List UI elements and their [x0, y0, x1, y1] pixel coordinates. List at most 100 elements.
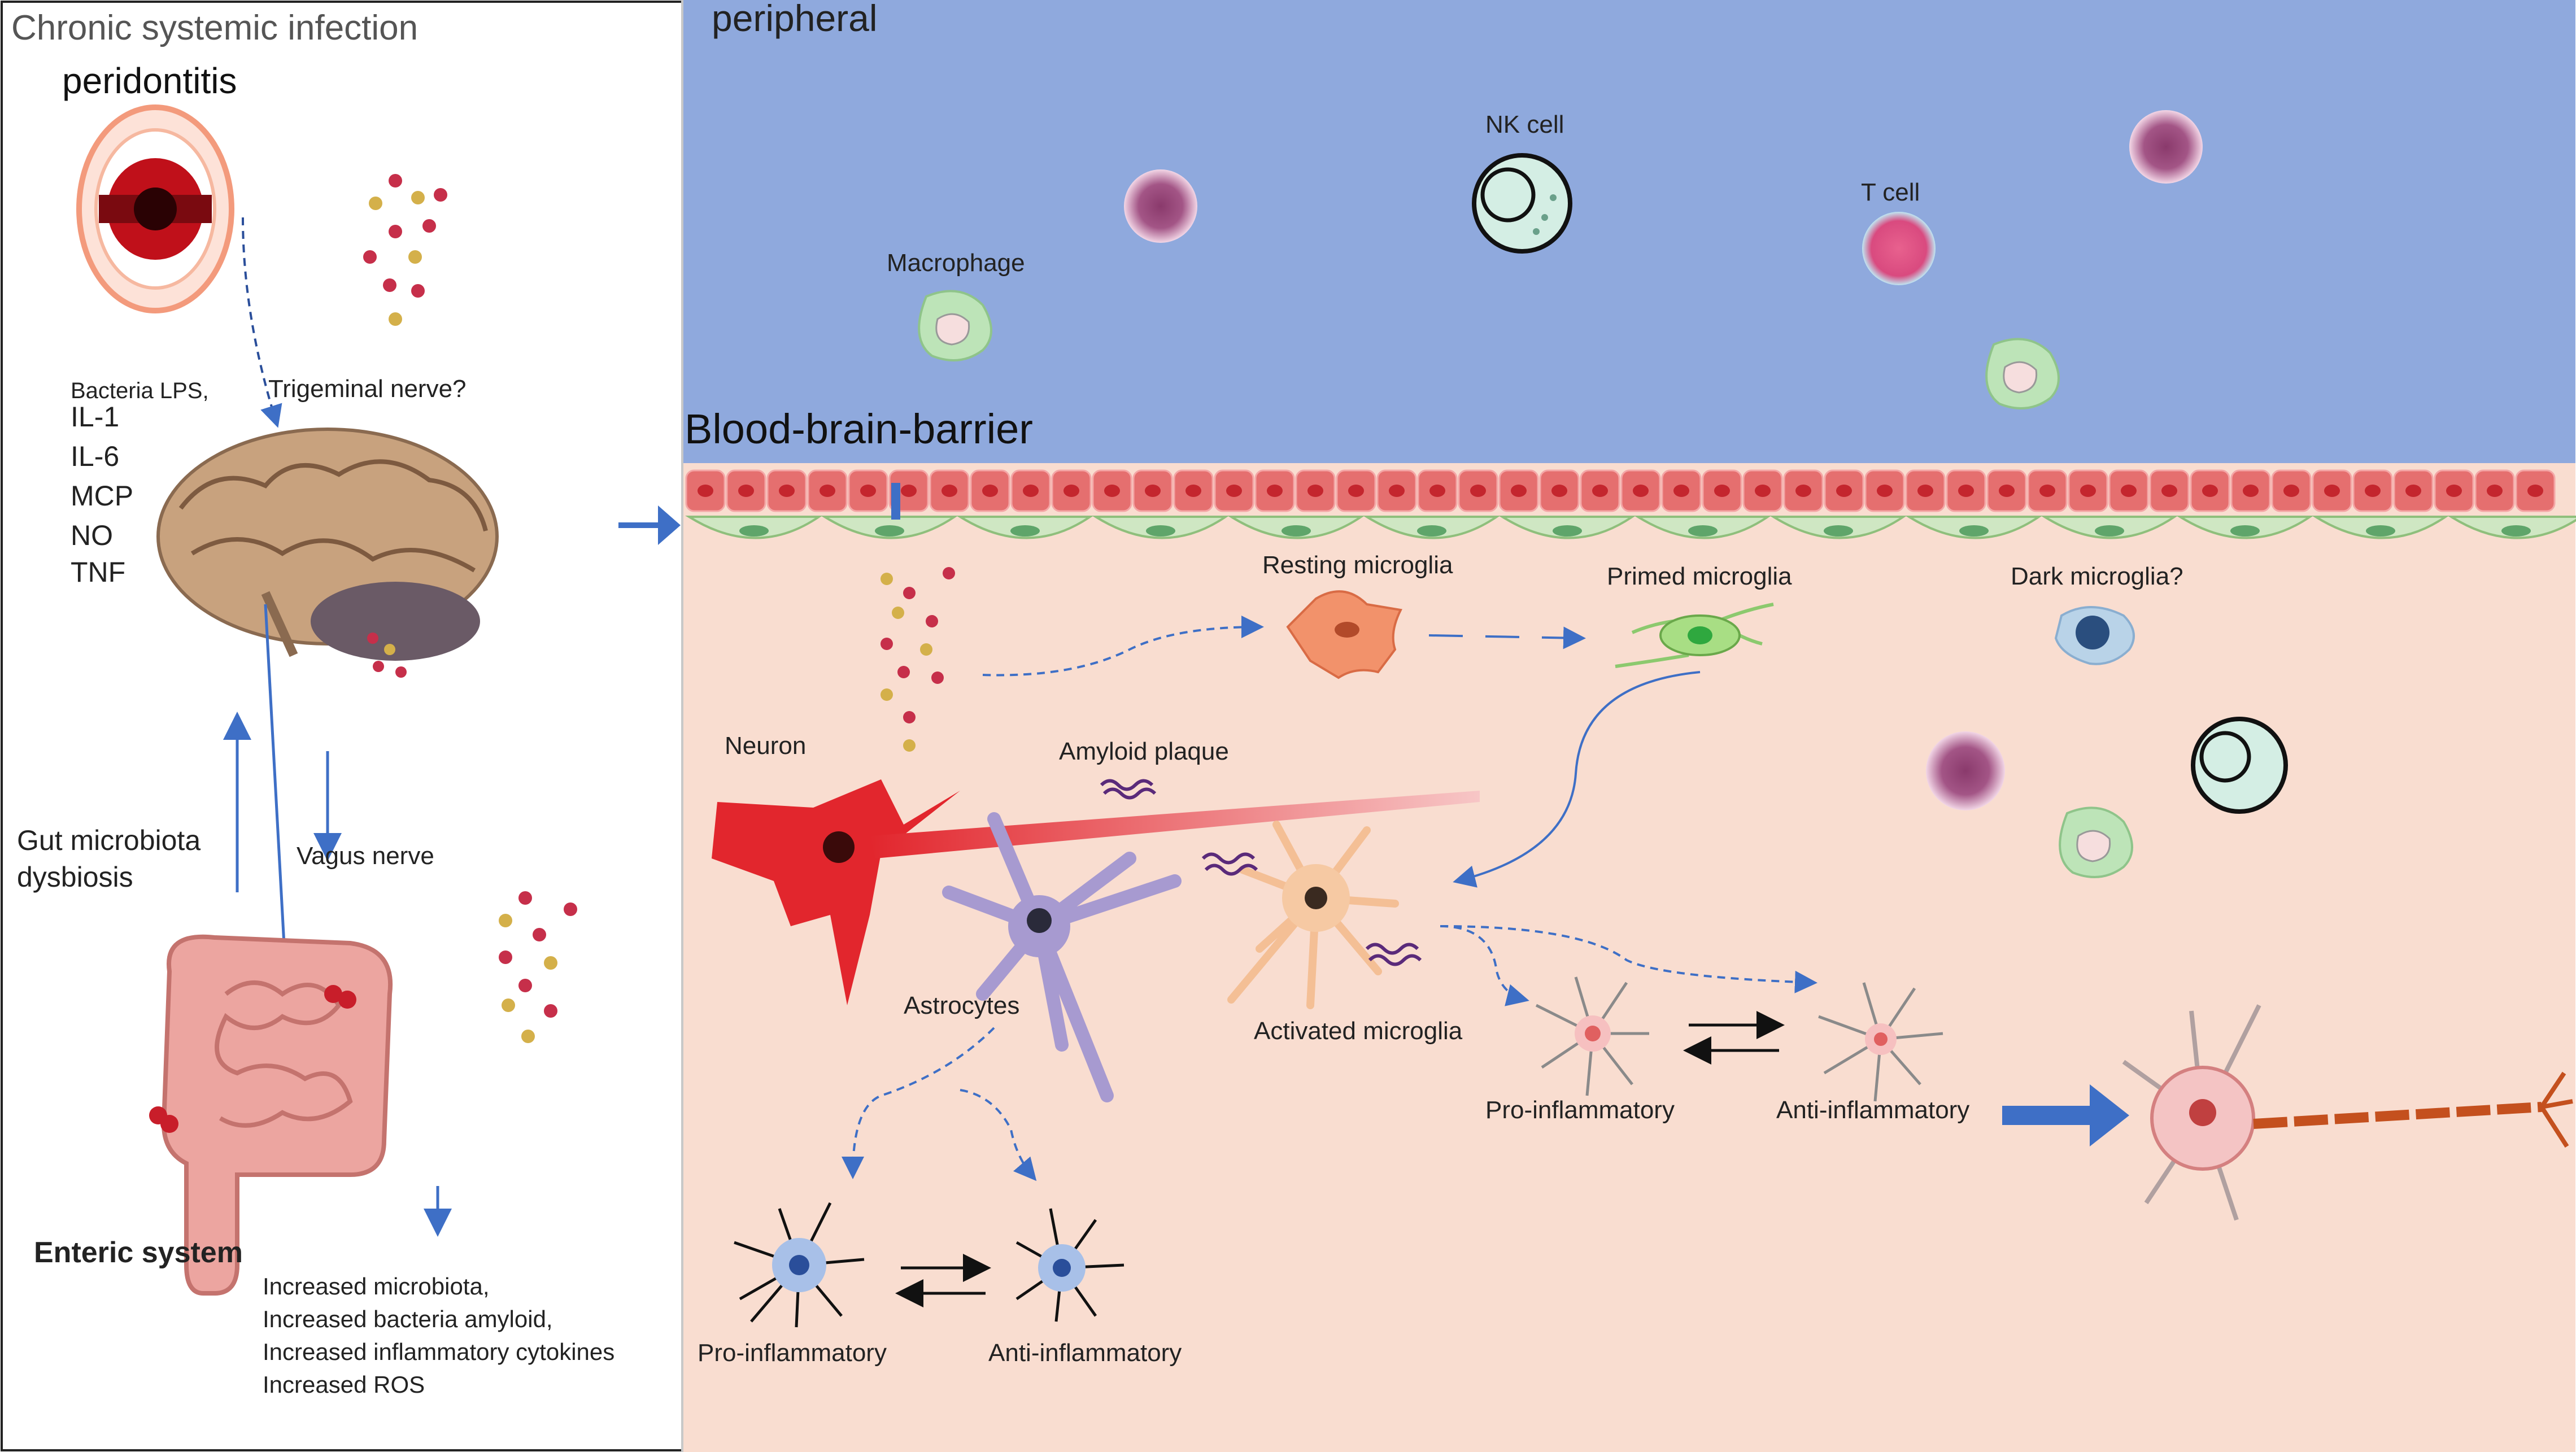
bacteria-to-resting-arrow [982, 616, 1264, 677]
endothelial-nucleus [2039, 485, 2055, 497]
cytokine-no: NO [71, 520, 113, 551]
activated-microglia-label: Activated microglia [1254, 1017, 1463, 1045]
endothelial-nucleus [779, 485, 795, 497]
pericyte-nucleus [875, 525, 904, 537]
endothelial-nucleus [1917, 485, 1933, 497]
endothelial-nucleus [1795, 485, 1811, 497]
endothelial-nucleus [1063, 485, 1079, 497]
increased-4: Increased ROS [263, 1371, 425, 1398]
endothelial-nucleus [1592, 485, 1608, 497]
endothelial-nucleus [2121, 485, 2137, 497]
brain-icon [156, 428, 499, 661]
microglia-pro-cell [1535, 976, 1649, 1096]
astro-pro-label: Pro-inflammatory [698, 1339, 887, 1367]
endothelial-nucleus [1267, 485, 1283, 497]
pericyte-nucleus [2366, 525, 2395, 537]
bacteria-cluster-brain [367, 633, 407, 678]
dark-microglia-cell [2054, 606, 2135, 665]
vagus-label: Vagus nerve [297, 842, 434, 870]
endothelial-nucleus [2487, 485, 2503, 497]
dark-microglia-label: Dark microglia? [2011, 563, 2183, 590]
endothelial-nucleus [2080, 485, 2096, 497]
astro-anti-cell [1015, 1208, 1124, 1322]
trigeminal-label: Trigeminal nerve? [268, 375, 467, 403]
endothelial-nucleus [2365, 485, 2381, 497]
macrophage-label: Macrophage [887, 249, 1025, 277]
pericyte-nucleus [1146, 525, 1175, 537]
pericyte-nucleus [1010, 525, 1040, 537]
endothelial-nucleus [1673, 485, 1689, 497]
endothelial-nucleus [982, 485, 998, 497]
brain-nk-cell [2191, 717, 2288, 814]
endothelial-nucleus [2527, 485, 2543, 497]
nk-cell [1472, 153, 1572, 254]
bacteria-cluster-gut [499, 891, 577, 1043]
pericyte-nucleus [1688, 525, 1718, 537]
endothelial-nucleus [1429, 485, 1445, 497]
pericyte-nucleus [1417, 525, 1446, 537]
cytokine-mcp: MCP [71, 480, 133, 512]
microglia-anti-label: Anti-inflammatory [1776, 1096, 1969, 1124]
cytokine-tnf: TNF [71, 556, 125, 588]
peripheral-region [683, 0, 2575, 463]
pericyte-nucleus [1824, 525, 1853, 537]
endothelial-nucleus [942, 485, 957, 497]
primed-microglia-label: Primed microglia [1607, 563, 1792, 590]
intestine-icon [149, 934, 393, 1296]
pericyte-nucleus [1959, 525, 1989, 537]
primed-microglia-cell [1615, 603, 1774, 668]
gut-label-2: dysbiosis [17, 861, 133, 893]
activated-microglia-cell [1227, 821, 1399, 1009]
peripheral-label: peripheral [712, 0, 878, 39]
endothelial-nucleus [1511, 485, 1527, 497]
endothelial-nucleus [820, 485, 835, 497]
resting-microglia-cell [1286, 590, 1402, 679]
endothelial-nucleus [1470, 485, 1486, 497]
pericyte-nucleus [739, 525, 769, 537]
astro-to-pro-arrow [842, 1027, 995, 1179]
astro-pro-cell [734, 1202, 865, 1328]
endothelial-nucleus [2405, 485, 2421, 497]
left-title: Chronic systemic infection [11, 8, 418, 47]
brain-macrophage [2059, 806, 2133, 878]
endothelial-nucleus [1307, 485, 1323, 497]
bacteria-cluster-top [363, 174, 447, 326]
endothelial-nucleus [1023, 485, 1039, 497]
endothelial-nucleus [2202, 485, 2218, 497]
trigeminal-arrow [242, 217, 282, 428]
endothelial-nucleus [1958, 485, 1974, 497]
endothelial-nucleus [738, 485, 754, 497]
pericyte-nucleus [2095, 525, 2124, 537]
endothelial-nucleus [2283, 485, 2299, 497]
t-cell [1862, 212, 1936, 285]
enteric-label: Enteric system [34, 1236, 243, 1269]
endothelial-nucleus [2446, 485, 2462, 497]
pericyte-nucleus [1553, 525, 1582, 537]
amyloid-plaque [1100, 779, 1157, 800]
macrophage-cell-2 [1985, 338, 2060, 409]
t-cell-label: T cell [1861, 178, 1920, 206]
increased-2: Increased bacteria amyloid, [263, 1306, 553, 1332]
primed-to-activated-arrow [1453, 671, 1701, 888]
increased-1: Increased microbiota, [263, 1273, 490, 1300]
endothelial-nucleus [1551, 485, 1567, 497]
endothelial-nucleus [2324, 485, 2340, 497]
activated-to-anti-arrow [1440, 925, 1817, 993]
endothelial-nucleus [1877, 485, 1893, 497]
endothelial-nucleus [1633, 485, 1649, 497]
cytokine-il1: IL-1 [71, 401, 119, 433]
damaged-neuron-cell [2122, 1004, 2573, 1221]
endothelial-nucleus [698, 485, 713, 497]
panel-link-arrow [618, 505, 681, 545]
astro-anti-label: Anti-inflammatory [988, 1339, 1182, 1367]
endothelial-nucleus [1145, 485, 1161, 497]
increased-3: Increased inflammatory cytokines [263, 1338, 614, 1365]
cytokine-il6: IL-6 [71, 441, 119, 472]
endothelial-nucleus [1104, 485, 1120, 497]
endothelial-nucleus [1836, 485, 1852, 497]
microglia-anti-cell [1818, 982, 1943, 1102]
mouth-icon [76, 104, 234, 313]
periodontitis-label: peridontitis [62, 60, 237, 101]
gut-label-1: Gut microbiota [17, 825, 200, 856]
